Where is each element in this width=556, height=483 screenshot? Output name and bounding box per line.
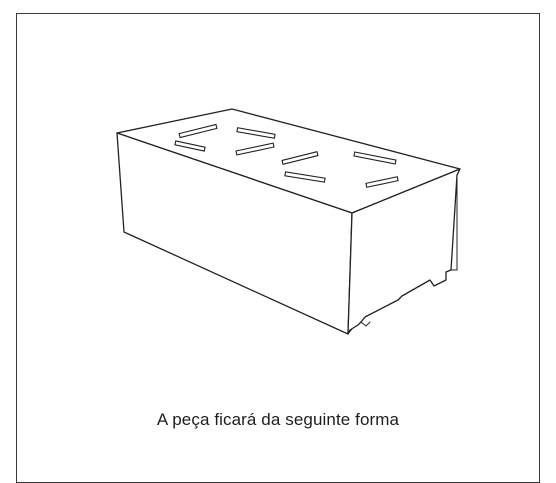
side-bottom-notch	[360, 321, 371, 327]
slot	[236, 127, 276, 139]
slot	[281, 151, 319, 165]
slot	[174, 140, 206, 152]
figure-caption: A peça ficará da seguinte forma	[156, 410, 400, 429]
slot	[365, 176, 399, 188]
box-3d-icon	[116, 108, 461, 335]
slot	[353, 151, 397, 165]
side-inner-edge	[450, 168, 461, 271]
slot	[235, 142, 275, 156]
box-side-face	[347, 168, 461, 335]
front-bottom-lip	[347, 328, 353, 335]
slot	[178, 123, 218, 139]
slot	[284, 171, 326, 183]
